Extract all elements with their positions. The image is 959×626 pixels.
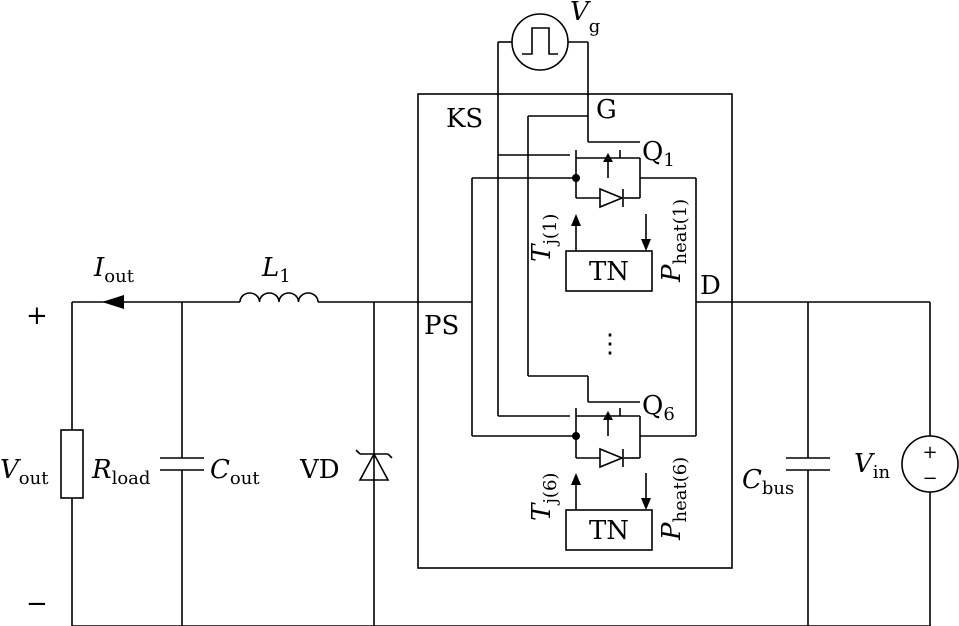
mosfet-q6: [575, 408, 641, 469]
q1-label: Q1: [642, 137, 675, 171]
switch-module-box: [417, 93, 733, 569]
bus-capacitor-label: Cbus: [742, 465, 794, 499]
tn6-label: TN: [589, 516, 629, 546]
parallel-dots: ⋮: [597, 329, 623, 359]
output-minus-sign: −: [26, 589, 48, 619]
gate-drive-wires: [497, 41, 640, 417]
inductor-l1: [239, 292, 319, 303]
pheat6-label: Pheat(6): [657, 457, 691, 541]
gate-pulse-source: [511, 13, 569, 71]
ks-label: KS: [446, 104, 483, 134]
bus-capacitor: [786, 457, 830, 471]
power-source-label: PS: [424, 311, 459, 341]
output-capacitor-label: Cout: [210, 455, 260, 489]
tj6-label: Tj(6): [527, 473, 561, 521]
drain-label: D: [700, 271, 721, 301]
gate-voltage-label: Vg: [570, 0, 600, 37]
input-voltage-label: Vin: [854, 449, 891, 483]
q6-label: Q6: [642, 391, 675, 425]
diode-label: VD: [299, 455, 340, 485]
tn1-label: TN: [589, 257, 629, 287]
output-capacitor: [160, 457, 204, 471]
gate-label: G: [596, 95, 617, 125]
output-plus-sign: +: [26, 301, 48, 331]
tj1-label: Tj(1): [527, 214, 561, 262]
output-voltage-label: Vout: [0, 455, 49, 489]
pheat1-label: Pheat(1): [657, 199, 691, 283]
freewheeling-diode: [355, 449, 393, 481]
output-current-arrow: [102, 295, 124, 309]
main-wires: [71, 301, 931, 626]
load-resistor-label: Rload: [91, 455, 150, 489]
mosfet-q1: [575, 150, 641, 209]
source-plus-sign: +: [922, 442, 937, 463]
thermal-network-6: [565, 509, 653, 551]
module-power-wires: [418, 177, 697, 437]
source-minus-sign: −: [922, 468, 937, 489]
thermal-arrows: [571, 214, 651, 510]
output-current-label: Iout: [93, 253, 135, 287]
inductor-label: L1: [261, 253, 291, 287]
input-voltage-source: [901, 435, 959, 493]
load-resistor: [60, 429, 84, 499]
thermal-network-1: [565, 250, 653, 292]
